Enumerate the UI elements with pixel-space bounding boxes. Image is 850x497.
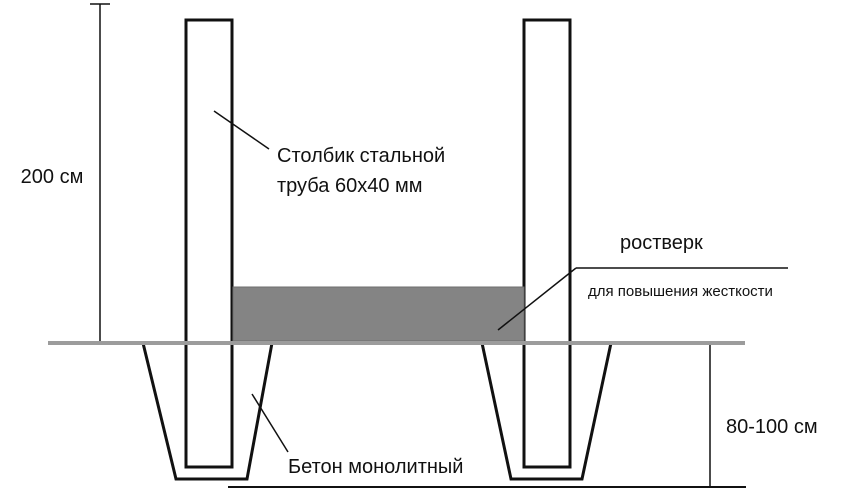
left-post [184, 18, 234, 469]
concrete-leader-line [251, 393, 289, 453]
rostverk-label: ростверк [620, 232, 703, 254]
concrete-label: Бетон монолитный [288, 456, 463, 478]
post-label-line1: Столбик стальной [277, 145, 445, 167]
post-label-line2: труба 60х40 мм [277, 175, 423, 197]
rostverk-note-label: для повышения жесткости [588, 283, 773, 300]
rostverk-leader-line [497, 267, 577, 331]
dim-left-label: 200 см [21, 166, 84, 188]
grillage-beam [232, 286, 525, 342]
dim-right-label: 80-100 см [726, 416, 818, 438]
post-leader-line [213, 110, 270, 150]
right-footing-outline [480, 342, 613, 481]
left-footing-outline [141, 342, 274, 481]
right-post [522, 18, 572, 469]
